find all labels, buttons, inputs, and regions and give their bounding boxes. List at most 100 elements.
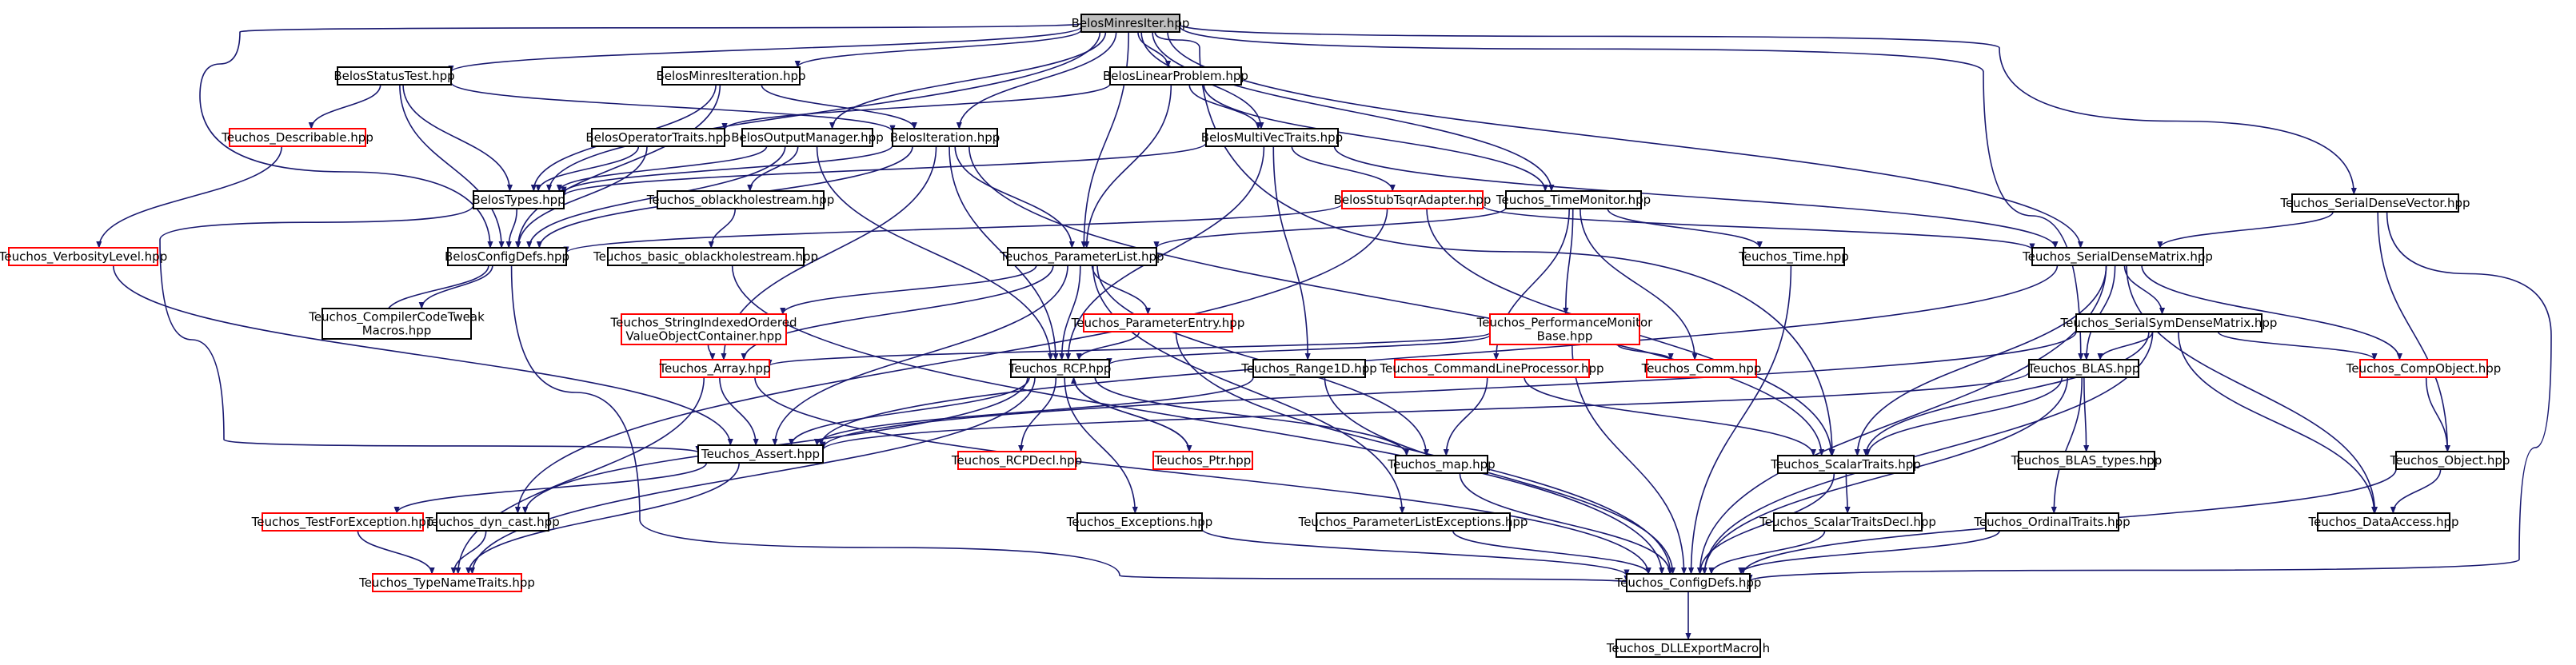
node-box [1341, 190, 1484, 209]
edge-timemon-to-perfmon [1563, 208, 1574, 315]
node-label: Teuchos_TestForException.hpp [251, 515, 434, 530]
node-stdecl[interactable]: Teuchos_ScalarTraitsDecl.hpp [1759, 512, 1936, 532]
node-iteration[interactable]: BelosIteration.hpp [890, 128, 1000, 147]
edge-range1d-to-assert [814, 376, 1254, 446]
node-typename[interactable]: Teuchos_TypeNameTraits.hpp [358, 573, 535, 592]
node-exceptions[interactable]: Teuchos_Exceptions.hpp [1066, 512, 1213, 532]
edge-object-to-dataaccess [2390, 468, 2442, 514]
node-paramlist[interactable]: Teuchos_ParameterList.hpp [999, 247, 1164, 266]
edge-root-to-scalartraits [1154, 31, 1835, 456]
edge-outmgr-to-types [556, 145, 768, 192]
edge-stubtsqr-to-sdm [1482, 205, 2035, 251]
node-strindexed[interactable]: Teuchos_StringIndexedOrderedValueObjectC… [610, 313, 797, 345]
node-mvtraits[interactable]: BelosMultiVecTraits.hpp [1201, 128, 1343, 147]
node-blastypes[interactable]: Teuchos_BLAS_types.hpp [2011, 451, 2163, 470]
node-range1d[interactable]: Teuchos_Range1D.hpp [1240, 359, 1377, 378]
node-box [957, 451, 1076, 470]
node-box [1007, 247, 1157, 266]
node-miniter[interactable]: BelosMinresIteration.hpp [656, 66, 806, 86]
edge-stubtsqr-to-configdefs [563, 203, 1343, 254]
node-configdefs[interactable]: BelosConfigDefs.hpp [445, 247, 569, 266]
node-dataaccess[interactable]: Teuchos_DataAccess.hpp [2307, 512, 2459, 532]
node-label: Teuchos_SerialSymDenseMatrix.hpp [2060, 316, 2278, 331]
node-label: Teuchos_CommandLineProcessor.hpp [1379, 361, 1604, 376]
node-map[interactable]: Teuchos_map.hpp [1387, 455, 1496, 474]
node-box [1773, 512, 1923, 532]
node-time[interactable]: Teuchos_Time.hpp [1738, 247, 1849, 266]
node-box [1083, 313, 1233, 332]
node-sdm[interactable]: Teuchos_SerialDenseMatrix.hpp [2022, 247, 2213, 266]
node-box [1743, 247, 1845, 266]
node-label: Teuchos_OrdinalTraits.hpp [1973, 515, 2130, 530]
edge-iteration-to-scalartraits [968, 145, 1825, 456]
node-box [1615, 639, 1761, 658]
node-label: BelosOutputManager.hpp [731, 130, 883, 145]
node-label: Teuchos_Assert.hpp [701, 447, 820, 462]
node-label: Teuchos_BLAS.hpp [2027, 361, 2140, 376]
node-describable[interactable]: Teuchos_Describable.hpp [221, 128, 373, 147]
node-box [322, 308, 472, 340]
node-assert[interactable]: Teuchos_Assert.hpp [697, 444, 824, 464]
edge-root-to-timemon [1152, 31, 1555, 192]
node-optraits[interactable]: BelosOperatorTraits.hpp [585, 128, 731, 147]
edge-blas-to-blastypes [2083, 376, 2090, 452]
node-timemon[interactable]: Teuchos_TimeMonitor.hpp [1496, 190, 1651, 209]
edge-statustest-to-describable [308, 84, 381, 129]
node-ordinal[interactable]: Teuchos_OrdinalTraits.hpp [1973, 512, 2131, 532]
edge-sdv-to-object [2377, 211, 2450, 452]
edge-root-to-statustest [448, 26, 1082, 73]
node-linprob[interactable]: BelosLinearProblem.hpp [1103, 66, 1248, 86]
node-box [1646, 359, 1757, 378]
edge-outmgr-to-rcp [816, 145, 1054, 360]
node-testforexc[interactable]: Teuchos_TestForException.hpp [251, 512, 434, 532]
node-statustest[interactable]: BelosStatusTest.hpp [333, 66, 455, 86]
node-box [660, 359, 770, 378]
node-plexceptions[interactable]: Teuchos_ParameterListExceptions.hpp [1298, 512, 1528, 532]
node-blas[interactable]: Teuchos_BLAS.hpp [2027, 359, 2140, 378]
node-box [1626, 573, 1751, 592]
node-cmdline[interactable]: Teuchos_CommandLineProcessor.hpp [1379, 359, 1604, 378]
node-outmgr[interactable]: BelosOutputManager.hpp [731, 128, 884, 147]
node-box [1505, 190, 1642, 209]
node-label: Teuchos_Comm.hpp [1641, 361, 1762, 376]
edge-array-to-typename [455, 376, 705, 575]
node-label: Teuchos_VerbosityLevel.hpp [0, 249, 167, 265]
node-dllexport[interactable]: Teuchos_DLLExportMacro.h [1606, 639, 1770, 658]
edge-ssdm-to-scalartraits [1863, 331, 2150, 456]
node-compobject[interactable]: Teuchos_CompObject.hpp [2346, 359, 2502, 378]
node-types[interactable]: BelosTypes.hpp [472, 190, 565, 209]
node-box [1109, 66, 1242, 86]
node-paramentry[interactable]: Teuchos_ParameterEntry.hpp [1071, 313, 1245, 332]
edge-sdm-to-compobject [2141, 265, 2403, 360]
node-ssdm[interactable]: Teuchos_SerialSymDenseMatrix.hpp [2060, 313, 2278, 332]
node-label: BelosTypes.hpp [472, 193, 565, 207]
node-root[interactable]: BelosMinresIter.hpp [1072, 14, 1190, 33]
node-rcp[interactable]: Teuchos_RCP.hpp [1008, 359, 1112, 378]
node-sdv[interactable]: Teuchos_SerialDenseVector.hpp [2279, 193, 2470, 213]
edge-assert-to-typename [465, 462, 741, 575]
node-teuchosconfig[interactable]: Teuchos_ConfigDefs.hpp [1615, 573, 1762, 592]
node-array[interactable]: Teuchos_Array.hpp [658, 359, 771, 378]
node-box [1010, 359, 1110, 378]
edge-sdm-to-blas [2083, 265, 2116, 360]
node-box [2395, 451, 2505, 470]
node-comm[interactable]: Teuchos_Comm.hpp [1641, 359, 1762, 378]
node-box [447, 247, 567, 266]
node-basicoblack[interactable]: Teuchos_basic_oblackholestream.hpp [593, 247, 818, 266]
node-label: Teuchos_CompObject.hpp [2346, 361, 2502, 376]
node-stubtsqr[interactable]: BelosStubTsqrAdapter.hpp [1334, 190, 1492, 209]
edge-ssdm-to-blas [2097, 331, 2154, 360]
node-label: Teuchos_Exceptions.hpp [1066, 515, 1213, 530]
node-scalartraits[interactable]: Teuchos_ScalarTraits.hpp [1770, 455, 1921, 474]
edge-linprob-to-mvtraits [1188, 84, 1261, 129]
node-verbosity[interactable]: Teuchos_VerbosityLevel.hpp [0, 247, 167, 266]
node-oblack[interactable]: Teuchos_oblackholestream.hpp [646, 190, 835, 209]
node-label: BelosMultiVecTraits.hpp [1201, 130, 1343, 145]
node-ptr[interactable]: Teuchos_Ptr.hpp [1152, 451, 1253, 470]
node-rcpdecl[interactable]: Teuchos_RCPDecl.hpp [951, 451, 1082, 470]
node-dyncast[interactable]: Teuchos_dyn_cast.hpp [425, 512, 560, 532]
node-object[interactable]: Teuchos_Object.hpp [2390, 451, 2510, 470]
